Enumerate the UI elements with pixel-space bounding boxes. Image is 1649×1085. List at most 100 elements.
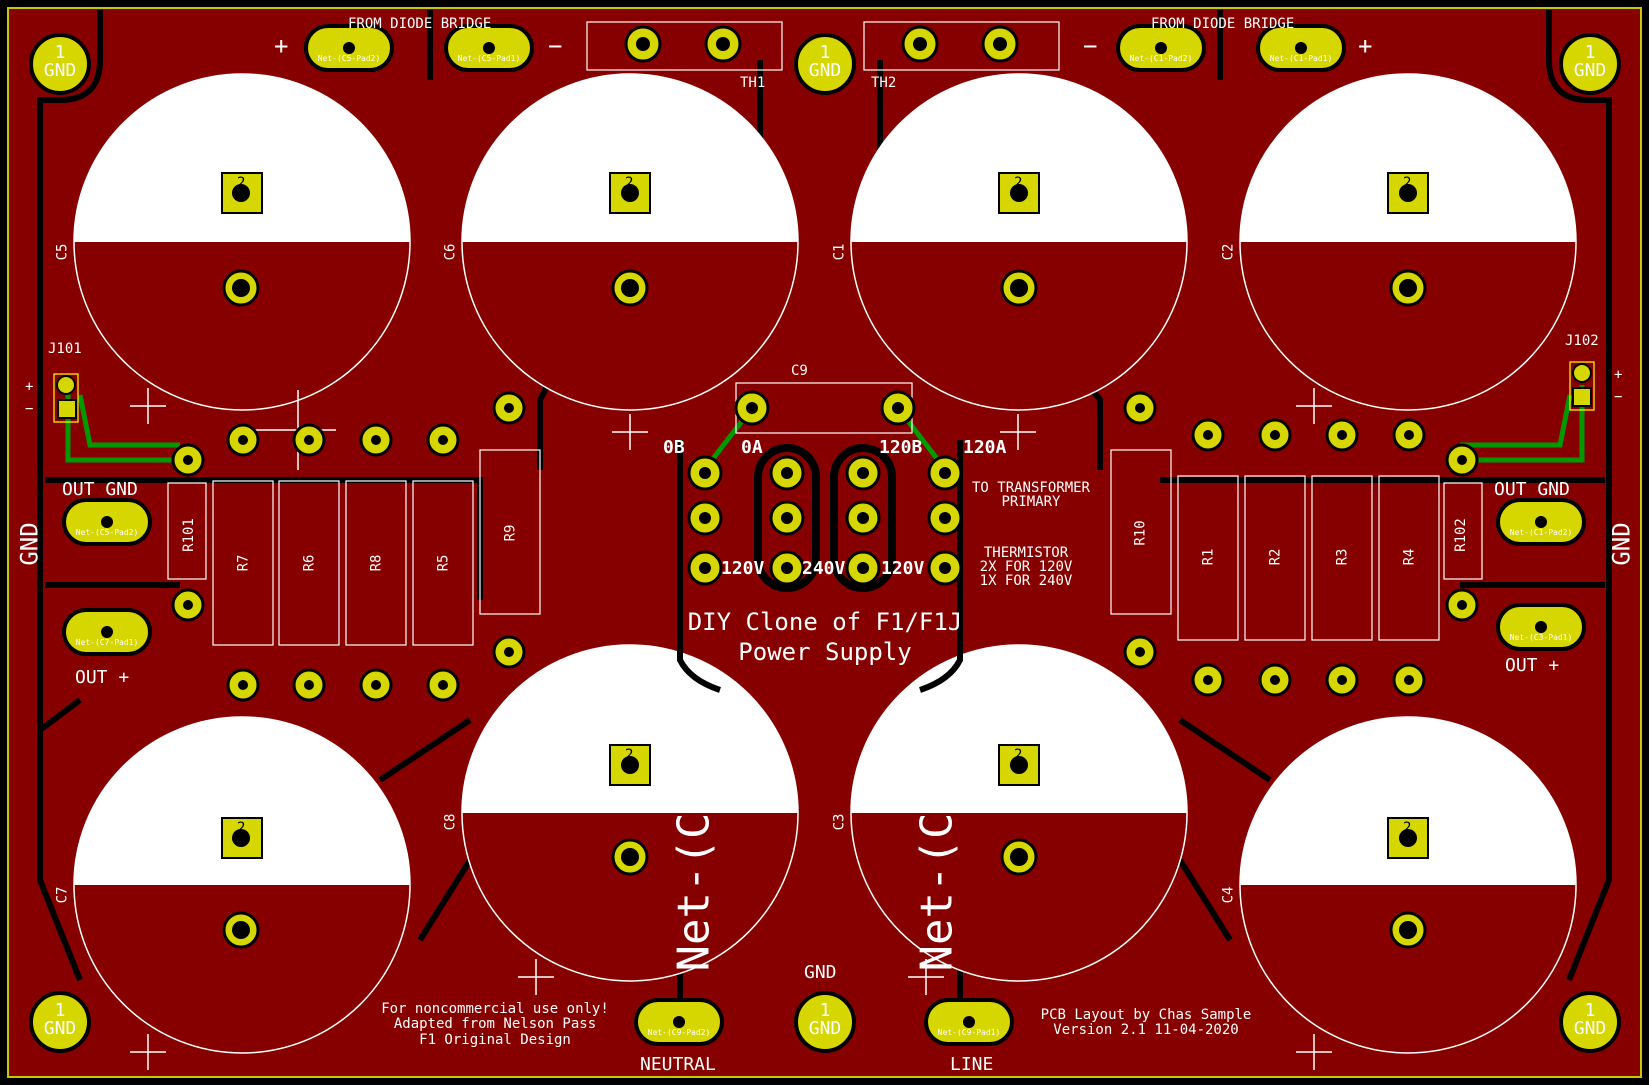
tap-0b: 0B bbox=[663, 437, 685, 458]
tap-120b: 120B bbox=[879, 437, 923, 458]
net-label-line: Net-(C bbox=[911, 812, 963, 972]
refdes-r6: R6 bbox=[301, 554, 318, 572]
side-gnd-right: GND bbox=[1607, 522, 1636, 566]
label-out-plus-left: OUT + bbox=[75, 667, 130, 688]
pad-c1-pad2: Net-(C1-Pad2) bbox=[1129, 54, 1193, 63]
pad-c5-pad1: Net-(C5-Pad1) bbox=[457, 54, 521, 63]
refdes-c2: C2 bbox=[1220, 243, 1237, 261]
pad-number: 1 bbox=[54, 42, 66, 63]
refdes-r10: R10 bbox=[1132, 520, 1149, 546]
j101-plus: + bbox=[25, 379, 34, 395]
board-subtitle: Power Supply bbox=[680, 640, 970, 664]
pad-number: 1 bbox=[1584, 1000, 1596, 1021]
pad-number: 1 bbox=[1584, 42, 1596, 63]
net-label-neutral: Net-(C bbox=[668, 812, 720, 972]
tap-120a: 120A bbox=[963, 437, 1007, 458]
gnd-label: GND bbox=[808, 60, 842, 81]
credit-line: Adapted from Nelson Pass bbox=[393, 1016, 597, 1033]
refdes-r8: R8 bbox=[368, 554, 385, 572]
gnd-mounting-pads bbox=[29, 33, 1621, 1053]
refdes-r7: R7 bbox=[235, 554, 252, 572]
refdes-r3: R3 bbox=[1334, 548, 1351, 566]
pad-out-plus-left: Net-(C7-Pad1) bbox=[75, 638, 139, 647]
pad-num: 2 bbox=[1403, 175, 1412, 191]
j101-minus: − bbox=[25, 401, 34, 417]
gnd-label: GND bbox=[808, 1018, 842, 1039]
refdes-c9: C9 bbox=[791, 363, 808, 379]
pad-num: 2 bbox=[237, 175, 246, 191]
pad-num: 2 bbox=[1014, 175, 1023, 191]
credit-line: PCB Layout by Chas Sample bbox=[1040, 1007, 1252, 1023]
j102-plus: + bbox=[1614, 367, 1623, 383]
credit-line: For noncommercial use only! bbox=[381, 1001, 609, 1017]
board-title: DIY Clone of F1/F1J bbox=[680, 610, 970, 634]
pad-num: 2 bbox=[625, 175, 634, 191]
pad-number: 1 bbox=[54, 1000, 66, 1021]
refdes-j101: J101 bbox=[48, 341, 82, 357]
refdes-r9: R9 bbox=[502, 524, 519, 542]
pad-number: 1 bbox=[819, 1000, 831, 1021]
side-gnd-left: GND bbox=[15, 522, 44, 566]
label-line: LINE bbox=[950, 1054, 994, 1075]
note-line: TO TRANSFORMER bbox=[971, 480, 1090, 496]
gnd-label: GND bbox=[1573, 1018, 1607, 1039]
polarity-plus-right: + bbox=[1358, 32, 1373, 60]
label-out-gnd-right: OUT GND bbox=[1494, 479, 1570, 500]
capacitor-bodies bbox=[73, 73, 1577, 1054]
voltage-120v-left: 120V bbox=[721, 558, 765, 579]
transformer-tap-wire-zones bbox=[677, 440, 963, 693]
polarity-plus-left: + bbox=[274, 32, 289, 60]
pad-out-gnd-right: Net-(C1-Pad2) bbox=[1509, 528, 1573, 537]
tap-0a: 0A bbox=[741, 437, 763, 458]
drill-holes bbox=[101, 37, 1547, 1028]
polarity-minus-right: − bbox=[1083, 32, 1098, 60]
refdes-r2: R2 bbox=[1267, 548, 1284, 566]
pad-out-plus-right: Net-(C3-Pad1) bbox=[1509, 633, 1573, 642]
pad-number: 1 bbox=[819, 42, 831, 63]
label-th2: TH2 bbox=[871, 75, 897, 91]
pad-num: 2 bbox=[1014, 747, 1023, 763]
pad-c5-pad2: Net-(C5-Pad2) bbox=[317, 54, 381, 63]
gnd-label: GND bbox=[43, 60, 77, 81]
label-out-plus-right: OUT + bbox=[1505, 655, 1560, 676]
gnd-label: GND bbox=[43, 1018, 77, 1039]
j102-minus: − bbox=[1614, 389, 1623, 405]
label-gnd-bottom: GND bbox=[804, 962, 837, 983]
pad-num: 2 bbox=[237, 820, 246, 836]
pad-out-gnd-left: Net-(C5-Pad2) bbox=[75, 528, 139, 537]
refdes-r5: R5 bbox=[435, 554, 452, 572]
refdes-j102: J102 bbox=[1565, 333, 1599, 349]
gnd-label: GND bbox=[1573, 60, 1607, 81]
small-jumper-pads bbox=[56, 363, 1592, 395]
label-from-diode-bridge-right: FROM DIODE BRIDGE bbox=[1151, 16, 1295, 32]
note-line: 2X FOR 120V bbox=[979, 559, 1073, 575]
credit-line: F1 Original Design bbox=[419, 1031, 571, 1048]
refdes-r102: R102 bbox=[1452, 518, 1469, 552]
title-line: Power Supply bbox=[738, 638, 912, 666]
note-line: 1X FOR 240V bbox=[979, 573, 1073, 589]
refdes-r1: R1 bbox=[1200, 548, 1217, 566]
refdes-r101: R101 bbox=[180, 518, 197, 552]
refdes-c7: C7 bbox=[54, 886, 71, 904]
title-line: DIY Clone of F1/F1J bbox=[687, 608, 963, 636]
label-out-gnd-left: OUT GND bbox=[62, 479, 138, 500]
pad-num: 2 bbox=[1403, 820, 1412, 836]
refdes-c4: C4 bbox=[1220, 886, 1237, 904]
refdes-c3: C3 bbox=[831, 813, 848, 831]
credit-line: Version 2.1 11-04-2020 bbox=[1053, 1022, 1239, 1039]
label-neutral: NEUTRAL bbox=[640, 1054, 716, 1075]
voltage-120v-right: 120V bbox=[881, 558, 925, 579]
pad-neutral: Net-(C9-Pad2) bbox=[647, 1028, 711, 1037]
pad-num: 2 bbox=[625, 747, 634, 763]
refdes-c8: C8 bbox=[442, 813, 459, 831]
note-line: THERMISTOR bbox=[983, 545, 1069, 561]
